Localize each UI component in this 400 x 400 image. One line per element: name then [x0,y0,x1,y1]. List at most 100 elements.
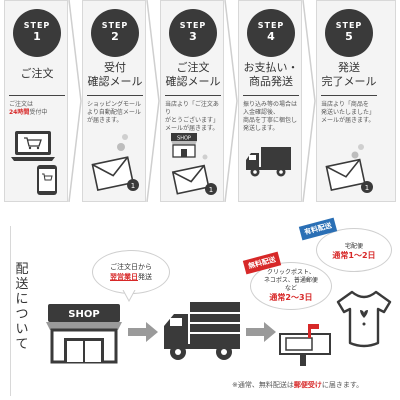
step-desc-line: 当店より「商品を [321,101,369,108]
paid-shipping-bubble: 宅配便 通常1〜2日 [316,228,392,272]
step-arrow-icon [302,0,316,202]
desc-rest: 受付中 [29,109,48,116]
svg-text:1: 1 [131,182,135,190]
step-title-3: ご注文 確認メール [161,61,225,89]
step-title-line: ご注文 [20,67,54,80]
shop-sign-small: SHOP [177,136,191,142]
paid-delivery-time: 通常1〜2日 [332,251,376,260]
step-card-2: STEP 2 受付 確認メール ショッピングモール より自動配信メール が届きま… [82,0,146,202]
step-title-line: 受付 [104,61,126,74]
step-desc-line: 発送します。 [243,125,279,132]
step-desc-line: メールが届きます。 [321,117,375,124]
bubble-tail-icon [122,290,136,302]
step-title-line: 確認メール [87,75,143,88]
divider [9,95,65,96]
heading-char: い [15,322,29,337]
shop-icon: SHOP [46,304,122,364]
small-shop-icon: SHOP [171,133,197,158]
divider [87,95,143,96]
step-card-1: STEP 1 ご注文 ご注文は 24時間受付中 [4,0,68,202]
step-title-line: ご注文 [176,61,210,74]
step-badge-3: STEP 3 [169,9,217,57]
step-number: 2 [111,30,119,43]
section-divider [10,226,11,396]
step-desc-line: 商品を丁寧に梱包し [243,117,298,124]
step-desc-line: 24時間受付中 [9,109,65,117]
delivery-truck-icon [164,302,240,360]
svg-text:1: 1 [209,186,213,194]
step-badge-1: STEP 1 [13,9,61,57]
baby-clothes-icon [336,290,392,348]
step-badge-4: STEP 4 [247,9,295,57]
step-desc-line: 当店より「ご注文あり [165,101,219,116]
delivery-note: ※通常、無料配送は郵便受けに届きます。 [232,380,363,390]
step-number: 5 [345,30,353,43]
step-desc-line: メールが届きます。 [165,125,219,132]
step-title-4: お支払い・ 商品発送 [239,61,303,89]
bubble-line: ネコポス、普通郵便 [264,277,318,284]
heading-char: 送 [15,277,29,292]
bubble-line: など [284,285,297,292]
step-badge-2: STEP 2 [91,9,139,57]
step-card-5: STEP 5 発送 完了メール 当店より「商品を 発送いたしました」 メールが届… [316,0,396,202]
free-delivery-time: 通常2〜3日 [269,293,313,302]
bubble-line: 翌営業日発送 [93,272,169,282]
step-badge-5: STEP 5 [325,9,373,57]
step-card-4: STEP 4 お支払い・ 商品発送 振り込み等の場合は 入金確認後、 商品を丁寧… [238,0,302,202]
highlight-24h: 24時間 [9,109,30,116]
envelope-icon: 1 [325,144,373,193]
step-desc-line: 振り込み等の場合は [243,101,298,108]
delivery-truck-icon [246,147,291,177]
bubble-line: 宅配便 [344,243,363,250]
step-title-5: 発送 完了メール [317,61,381,89]
divider [165,95,221,96]
arrow-right-icon [128,322,158,342]
step-title-line: 商品発送 [249,75,293,88]
free-shipping-bubble: クリックポスト、 ネコポス、普通郵便 など 通常2〜3日 [250,262,332,310]
step-title-1: ご注文 [5,67,69,81]
smartphone-icon [37,165,57,195]
step-title-line: 確認メール [165,75,221,88]
heading-char: つ [15,307,29,322]
step-number: 1 [33,30,41,43]
heading-char: に [15,292,29,307]
shop-sign: SHOP [68,309,99,320]
step-desc-4: 振り込み等の場合は 入金確認後、 商品を丁寧に梱包し 発送します。 [243,101,299,133]
step-title-2: 受付 確認メール [83,61,147,89]
divider [321,95,377,96]
heading-char: 配 [15,262,29,277]
step-title-line: お支払い・ [243,61,299,74]
step-label: STEP [335,21,363,30]
step-desc-line: ご注文は [9,101,34,108]
step-desc-2: ショッピングモール より自動配信メール が届きます。 [87,101,143,125]
note-suffix: に届きます。 [321,381,364,389]
note-prefix: ※通常、無料配送は [232,381,294,389]
bubble-rest: 発送 [138,273,152,281]
step-title-line: 完了メール [321,75,377,88]
step-number: 4 [267,30,275,43]
note-highlight: 郵便受け [293,381,322,389]
step-desc-line: 入金確認後、 [243,109,280,116]
step-desc-line: より自動配信メール [87,109,141,116]
step-arrow-icon [224,0,238,202]
envelope-icon: 1 [91,134,139,192]
shop-envelope-icon: SHOP 1 [171,133,217,195]
heading-char: て [15,337,29,352]
ship-date-bubble: ご注文日から 翌営業日発送 [92,250,170,294]
svg-text:1: 1 [365,184,369,192]
laptop-cart-icon [11,131,57,195]
arrow-right-icon [246,322,276,342]
step-desc-1: ご注文は 24時間受付中 [9,101,65,117]
highlight-next-day: 翌営業日 [110,273,138,281]
mailbox-icon [279,324,331,366]
step-label: STEP [23,21,51,30]
step-card-3: STEP 3 ご注文 確認メール 当店より「ご注文あり がとうございます」 メー… [160,0,224,202]
step-desc-3: 当店より「ご注文あり がとうございます」 メールが届きます。 [165,101,221,133]
step-desc-line: がとうございます」 [165,117,220,124]
step-arrow-icon [68,0,82,202]
bubble-line: クリックポスト、 [267,269,315,276]
step-desc-line: が届きます。 [87,117,123,124]
step-desc-line: ショッピングモール [87,101,142,108]
step-desc-line: 発送いたしました」 [321,109,376,116]
bubble-line: ご注文日から [110,263,152,271]
